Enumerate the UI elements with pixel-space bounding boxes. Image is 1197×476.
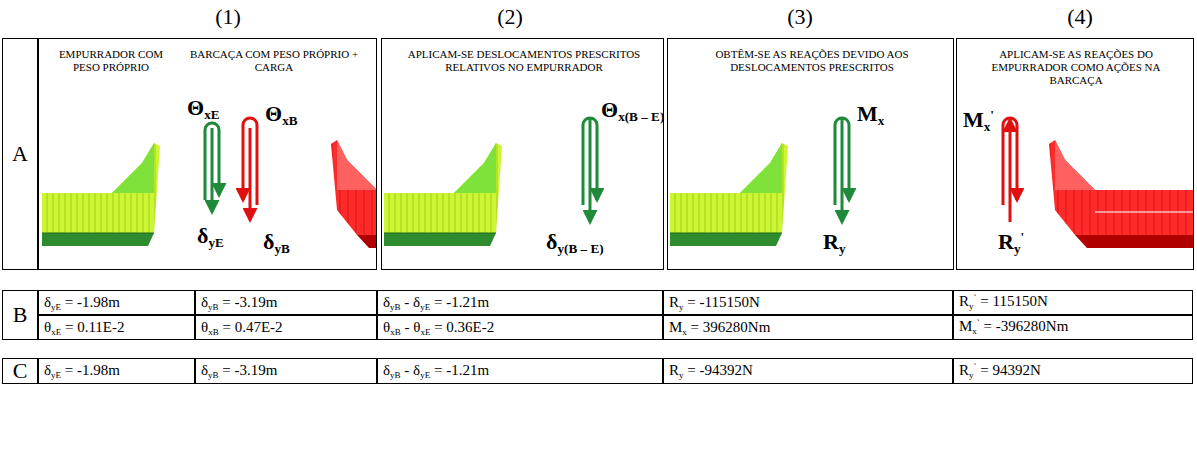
panel-caption: APLICAM-SE DESLOCAMENTOS PRESCRITOS RELA… bbox=[393, 48, 655, 74]
symbol-label: ΘxE bbox=[187, 95, 220, 123]
symbol-label: δyE bbox=[197, 223, 224, 251]
table-value: θxE = 0.11E-2 bbox=[44, 319, 125, 337]
table-value: δyE = -1.98m bbox=[44, 294, 120, 312]
column-header: (3) bbox=[760, 4, 840, 30]
symbol-label: Θx(B – E) bbox=[601, 97, 664, 125]
table-cell: δyB - δyE = -1.21m bbox=[377, 358, 663, 384]
scheme-panel: APLICAM-SE AS REAÇÕES DO EMPURRADOR COMO… bbox=[956, 38, 1194, 270]
table-cell: θxB - θxE = 0.36E-2 bbox=[377, 315, 663, 340]
column-header: (1) bbox=[188, 4, 268, 30]
panel-caption: BARCAÇA COM PESO PRÓPRIO + CARGA bbox=[189, 48, 359, 74]
table-cell: Ry` = 94392N bbox=[953, 358, 1193, 384]
table-value: δyB - δyE = -1.21m bbox=[383, 294, 489, 312]
symbol-label: δyB bbox=[263, 229, 290, 257]
table-cell: Ry` = 115150N bbox=[953, 290, 1193, 315]
row-letter: A bbox=[12, 141, 28, 167]
table-value: θxB - θxE = 0.36E-2 bbox=[383, 319, 494, 337]
table-value: θxB = 0.47E-2 bbox=[201, 319, 283, 337]
panel-caption: EMPURRADOR COM PESO PRÓPRIO bbox=[46, 48, 176, 74]
table-cell: δyB = -3.19m bbox=[195, 290, 377, 315]
row-label-box: B bbox=[2, 290, 38, 340]
row-letter: B bbox=[13, 302, 28, 328]
scheme-panel: OBTÊM-SE AS REAÇÕES DEVIDO AOS DESLOCAME… bbox=[667, 38, 954, 270]
row-letter: C bbox=[13, 358, 28, 384]
table-value: Ry = -94392N bbox=[669, 362, 753, 380]
scheme-panel: EMPURRADOR COM PESO PRÓPRIO BARCAÇA COM P… bbox=[38, 38, 377, 270]
table-cell: Mx` = -396280Nm bbox=[953, 315, 1193, 340]
symbol-label: Ry bbox=[823, 229, 845, 257]
symbol-label: δy(B – E) bbox=[546, 229, 604, 257]
panel-caption: OBTÊM-SE AS REAÇÕES DEVIDO AOS DESLOCAME… bbox=[677, 48, 947, 74]
table-cell: Ry = -94392N bbox=[663, 358, 953, 384]
table-value: Ry` = 115150N bbox=[959, 293, 1048, 311]
table-cell: δyB - δyE = -1.21m bbox=[377, 290, 663, 315]
row-label-box: C bbox=[2, 358, 38, 384]
table-value: δyB = -3.19m bbox=[201, 294, 277, 312]
table-cell: δyE = -1.98m bbox=[38, 290, 195, 315]
symbol-label: Mx bbox=[857, 101, 884, 129]
table-value: Mx` = -396280Nm bbox=[959, 318, 1068, 336]
column-header: (2) bbox=[470, 4, 550, 30]
row-label-box: A bbox=[2, 38, 38, 270]
table-value: Ry = -115150N bbox=[669, 294, 760, 312]
table-cell: θxB = 0.47E-2 bbox=[195, 315, 377, 340]
symbol-label: Mx' bbox=[963, 107, 994, 135]
table-cell: Mx = 396280Nm bbox=[663, 315, 953, 340]
table-value: δyB = -3.19m bbox=[201, 362, 277, 380]
symbol-label: Ry' bbox=[998, 229, 1024, 257]
table-value: Mx = 396280Nm bbox=[669, 319, 770, 337]
table-value: δyB - δyE = -1.21m bbox=[383, 362, 489, 380]
scheme-panel: APLICAM-SE DESLOCAMENTOS PRESCRITOS RELA… bbox=[381, 38, 664, 270]
table-cell: δyE = -1.98m bbox=[38, 358, 195, 384]
table-cell: θxE = 0.11E-2 bbox=[38, 315, 195, 340]
panel-caption: APLICAM-SE AS REAÇÕES DO EMPURRADOR COMO… bbox=[964, 48, 1188, 88]
table-value: Ry` = 94392N bbox=[959, 362, 1041, 380]
symbol-label: ΘxB bbox=[265, 101, 298, 129]
column-header: (4) bbox=[1040, 4, 1120, 30]
table-value: δyE = -1.98m bbox=[44, 362, 120, 380]
table-cell: Ry = -115150N bbox=[663, 290, 953, 315]
table-cell: δyB = -3.19m bbox=[195, 358, 377, 384]
